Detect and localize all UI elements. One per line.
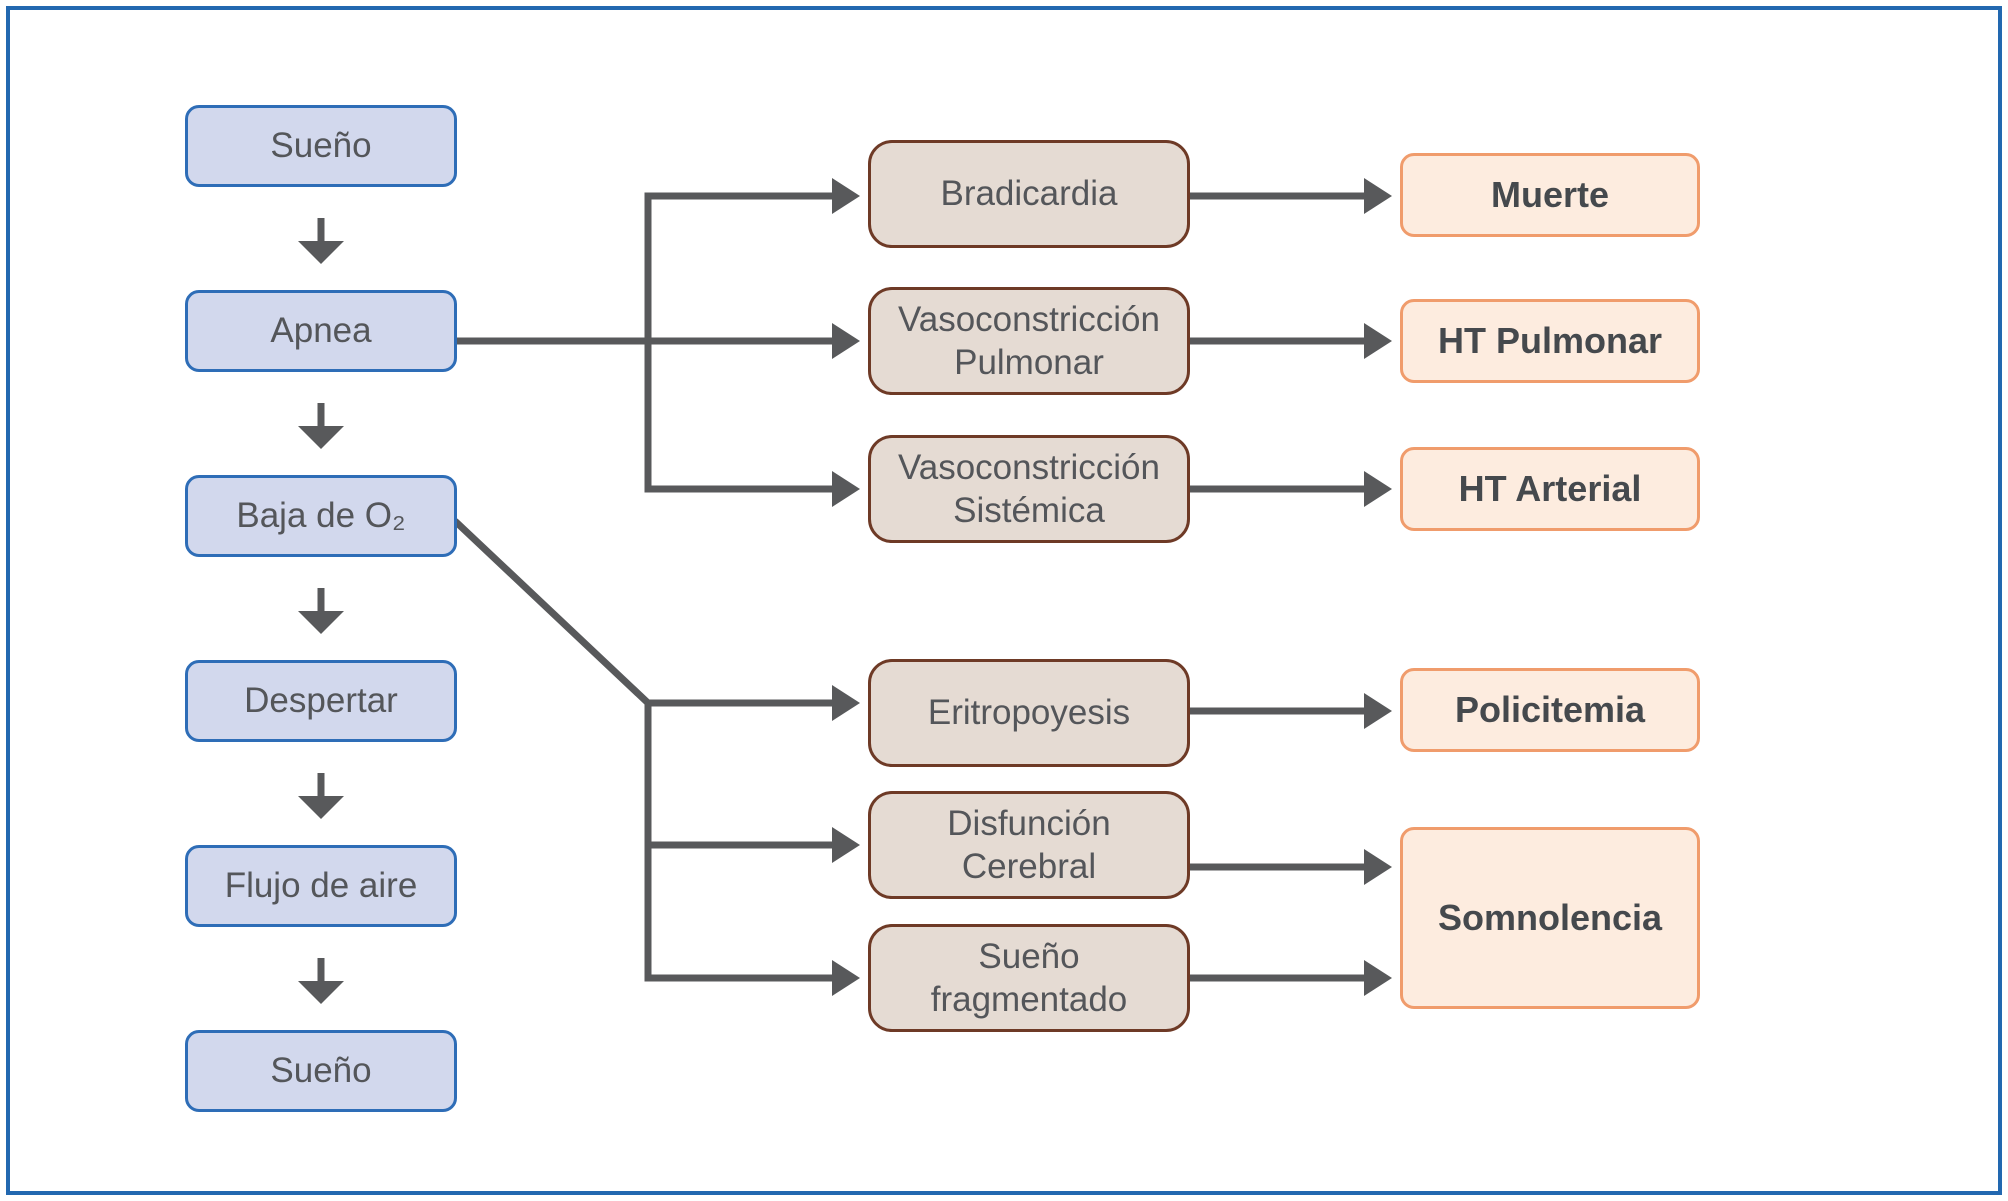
node-label: Apnea <box>270 311 372 351</box>
edge-apnea-branch <box>455 178 860 507</box>
node-apnea: Apnea <box>185 290 457 372</box>
node-label: Policitemia <box>1454 688 1646 730</box>
edge-eritropoyesis-policitemia <box>1190 693 1392 729</box>
node-label: HT Pulmonar <box>1437 319 1662 361</box>
node-policitemia: Policitemia <box>1400 668 1700 752</box>
node-label: Sueño fragmentado <box>930 936 1128 1019</box>
edge-despertar-flujo <box>298 773 344 819</box>
node-label: Muerte <box>1490 173 1610 215</box>
node-baja-o2: Baja de O₂ <box>185 475 457 557</box>
arrowhead-eritropoyesis <box>832 685 860 721</box>
arrowhead-disfuncion <box>832 827 860 863</box>
node-despertar: Despertar <box>185 660 457 742</box>
node-label: Baja de O₂ <box>236 496 406 536</box>
node-label: Sueño <box>270 1051 372 1091</box>
node-label: Vasoconstricción Pulmonar <box>898 299 1160 382</box>
node-sueno-fragmentado: Sueño fragmentado <box>868 924 1190 1032</box>
edge-vc-pulmonar-ht-pulmonar <box>1190 323 1392 359</box>
arrowhead-vc-pulmonar <box>832 323 860 359</box>
node-sueno-bottom: Sueño <box>185 1030 457 1112</box>
node-label: Eritropoyesis <box>927 693 1131 733</box>
node-vasoconstriccion-sistemica: Vasoconstricción Sistémica <box>868 435 1190 543</box>
node-flujo-de-aire: Flujo de aire <box>185 845 457 927</box>
node-label: Despertar <box>244 681 398 721</box>
node-ht-pulmonar: HT Pulmonar <box>1400 299 1700 383</box>
edge-sueno-apnea <box>298 218 344 264</box>
edge-sueno-fragmentado-somnolencia <box>1190 960 1392 996</box>
node-label: Vasoconstricción Sistémica <box>898 447 1160 530</box>
node-somnolencia: Somnolencia <box>1400 827 1700 1009</box>
arrowhead-bradicardia <box>832 178 860 214</box>
node-bradicardia: Bradicardia <box>868 140 1190 248</box>
node-label: Disfunción Cerebral <box>947 803 1111 886</box>
node-disfuncion-cerebral: Disfunción Cerebral <box>868 791 1190 899</box>
node-eritropoyesis: Eritropoyesis <box>868 659 1190 767</box>
node-label: Sueño <box>270 126 372 166</box>
edge-disfuncion-somnolencia <box>1190 849 1392 885</box>
edge-bradicardia-muerte <box>1190 178 1392 214</box>
node-vasoconstriccion-pulmonar: Vasoconstricción Pulmonar <box>868 287 1190 395</box>
arrowhead-sueno-fragmentado <box>832 960 860 996</box>
node-muerte: Muerte <box>1400 153 1700 237</box>
edge-flujo-sueno <box>298 958 344 1004</box>
node-label: Flujo de aire <box>224 866 418 906</box>
node-label: Somnolencia <box>1437 896 1663 938</box>
node-label: Bradicardia <box>940 174 1118 214</box>
node-sueno-top: Sueño <box>185 105 457 187</box>
node-ht-arterial: HT Arterial <box>1400 447 1700 531</box>
edge-baja-o2-despertar <box>298 588 344 634</box>
edge-vc-sistemica-ht-arterial <box>1190 471 1392 507</box>
edge-baja-o2-branch <box>452 518 860 996</box>
node-label: HT Arterial <box>1458 467 1642 509</box>
edge-apnea-baja-o2 <box>298 403 344 449</box>
arrowhead-vc-sistemica <box>832 471 860 507</box>
